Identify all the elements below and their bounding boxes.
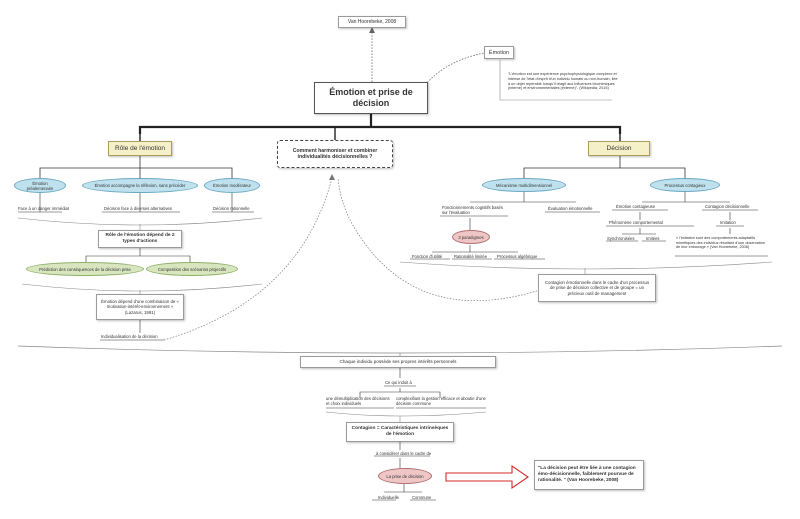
emotion-contagieuse-label: Émotion contagieuse	[616, 204, 656, 209]
role-node-preliminary[interactable]: Émotion préalemenaire	[14, 178, 66, 193]
contagion-title-box[interactable]: Contagion = Caractéristiques intrinsèque…	[346, 422, 454, 442]
central-topic[interactable]: Émotion et prise de décision	[314, 82, 428, 114]
decision-tag[interactable]: Décision	[588, 141, 650, 156]
interests-text: Chaque individu possède ses propres inté…	[339, 359, 457, 364]
outcome-commune: Commune	[412, 495, 432, 500]
fonctionnements-label: Fonctionnements cognitifs basés sur l'év…	[442, 205, 503, 215]
role-node-accompany[interactable]: Émotion accompagne la réflexion, sans pr…	[82, 178, 198, 193]
role-types-box[interactable]: Rôle de l'émotion dépend de 2 types d'ac…	[98, 230, 182, 248]
process-node[interactable]: Processus contagieux	[650, 178, 720, 192]
contagion-management-box[interactable]: Contagion émotionnelle dans le cadre d'u…	[538, 274, 656, 302]
paradigmes-label: 3 paradigmes	[458, 234, 484, 240]
imitation-label: Imitation	[720, 220, 736, 225]
role-node-moderator-label: Émotion modérateur	[213, 183, 251, 188]
type-prediction-label: Prédiction des conséquences de la décisi…	[39, 266, 131, 272]
ce-qui-label: Ce qui induit à	[385, 380, 412, 385]
role-emotion-label: Rôle de l'émotion	[114, 145, 166, 152]
process-label: Processus contagieux	[664, 182, 706, 188]
final-quote-box[interactable]: "La décision peut être liée à une contag…	[534, 460, 644, 490]
emotion-node[interactable]: Émotion	[484, 46, 514, 59]
phen-imitees: Imitées	[646, 236, 660, 241]
considerer-label: à considérer dans le cadre de	[376, 451, 432, 456]
role-sub-danger: Face à un danger immédiat	[18, 206, 69, 211]
phenomene-label: Phénomène comportemental	[609, 220, 663, 225]
emotion-label: Émotion	[488, 49, 510, 56]
mechanism-label: Mécanisme multidimensionnel	[495, 182, 553, 188]
role-node-accompany-label: Émotion accompagne la réflexion, sans pr…	[94, 183, 186, 188]
outcome-individuelle: Individuelle	[378, 495, 399, 500]
role-node-moderator[interactable]: Émotion modérateur	[204, 178, 260, 193]
prise-decision-node[interactable]: La prise de décision	[378, 468, 432, 484]
imitation-quote: « l'imitation sont des comportements ada…	[676, 236, 765, 250]
role-node-preliminary-label: Émotion préalemenaire	[26, 180, 54, 191]
demultiplication-label: une démultiplication des décisions et ch…	[326, 396, 390, 406]
citation-top-box[interactable]: Van Hoorebeke, 2008	[338, 16, 406, 28]
question-box[interactable]: Comment harmoniser et combiner individua…	[277, 140, 393, 168]
lazarus-text: Émotion dépend d'une combinaison de « mo…	[101, 299, 179, 315]
decision-label: Décision	[606, 145, 632, 152]
role-emotion-tag[interactable]: Rôle de l'émotion	[108, 141, 172, 156]
paradigmes-node[interactable]: 3 paradigmes	[452, 230, 490, 244]
contagion-decisionnelle-label: Contagion décisionnelle	[705, 204, 750, 209]
paradigm-rationality: Rationalité limitée	[454, 254, 488, 259]
interests-box[interactable]: Chaque individu possède ses propres inté…	[300, 356, 496, 368]
paradigm-utility: Fonction d'utilité	[412, 254, 443, 259]
central-title: Émotion et prise de décision	[329, 87, 413, 108]
emotion-definition: "L'émotion est une expérience psychophys…	[508, 72, 618, 91]
type-scenarios-label: Composition des scénarios projectifs	[157, 266, 227, 272]
lazarus-box[interactable]: Émotion dépend d'une combinaison de « mo…	[96, 294, 184, 320]
contagion-title-text: Contagion = Caractéristiques intrinsèque…	[351, 426, 449, 437]
individualisation-label: Individualisation de la décision	[101, 334, 158, 339]
phen-synchronisees: Synchronisées	[607, 236, 635, 241]
role-types-text: Rôle de l'émotion dépend de 2 types d'ac…	[105, 233, 175, 244]
mechanism-node[interactable]: Mécanisme multidimensionnel	[482, 178, 566, 192]
evaluation-label: Évaluation émotionnelle	[548, 206, 593, 211]
prise-decision-label: La prise de décision	[386, 473, 424, 479]
complexifiant-label: complexifiant la gestion efficace et abo…	[396, 396, 486, 406]
final-quote-text: "La décision peut être liée à une contag…	[538, 466, 636, 483]
question-text: Comment harmoniser et combiner individua…	[292, 147, 378, 161]
citation-top-text: Van Hoorebeke, 2008	[347, 19, 397, 25]
type-scenarios[interactable]: Composition des scénarios projectifs	[146, 262, 238, 276]
type-prediction[interactable]: Prédiction des conséquences de la décisi…	[26, 262, 144, 276]
paradigm-algebraic: Processus algébrique	[497, 254, 538, 259]
contagion-management-text: Contagion émotionnelle dans le cadre d'u…	[544, 280, 650, 296]
role-sub-alternatives: Décision face à diverses alternatives	[104, 206, 172, 211]
role-sub-rational: Décision rationnelle	[213, 206, 250, 211]
